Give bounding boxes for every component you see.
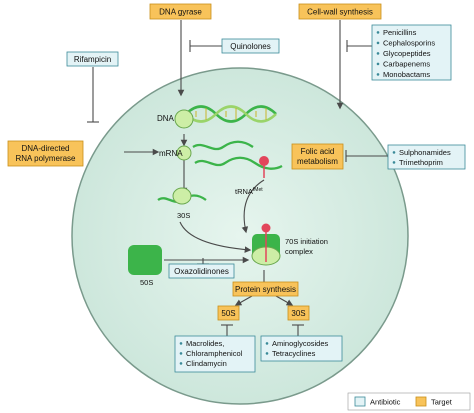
dna-helix: [185, 105, 277, 123]
target-dna-gyrase: DNA gyrase: [149, 3, 212, 20]
trna-fmet: [259, 156, 269, 178]
label-30s: 30S: [177, 211, 190, 220]
svg-text:RNA polymerase: RNA polymerase: [15, 154, 76, 163]
svg-text:DNA gyrase: DNA gyrase: [159, 8, 202, 17]
trna-to-complex-arrow: [241, 179, 265, 234]
cell-wall-antibiotic-item: Monobactams: [383, 70, 430, 79]
cell-wall-antibiotic-bullet: [376, 52, 380, 55]
mrna-strands: [192, 140, 283, 170]
50s-subunit: [128, 245, 162, 275]
svg-text:30S: 30S: [291, 309, 305, 318]
label-initiation-line1: 70S initiation: [285, 237, 328, 246]
legend-target-swatch: [415, 396, 427, 407]
30s-inhibition-line: [292, 324, 304, 336]
ribo50-antibiotic-item: Macrolides,: [186, 339, 224, 348]
ribo50-antibiotic-bullet: [179, 362, 183, 365]
svg-text:metabolism: metabolism: [297, 157, 338, 166]
30s-subunit: [157, 187, 207, 205]
ribo30-antibiotic-item: Aminoglycosides: [272, 339, 329, 348]
protein-to-50s-arrow: [234, 295, 253, 306]
legend-antibiotic-swatch: [354, 396, 366, 407]
70s-initiation-complex: [251, 223, 281, 266]
cell-wall-antibiotic-bullet: [376, 31, 380, 34]
folic-antibiotic-item: Trimethoprim: [399, 158, 443, 167]
svg-text:Folic acid: Folic acid: [301, 147, 335, 156]
svg-text:DNA-directed: DNA-directed: [21, 144, 69, 153]
antibiotic-quinolones: Quinolones: [221, 38, 280, 54]
ribo50-antibiotic-item: Chloramphenicol: [186, 349, 243, 358]
cell-wall-antibiotic-item: Cephalosporins: [383, 39, 435, 48]
target-50s: 50S: [217, 305, 240, 321]
cell-wall-antibiotic-item: Penicillins: [383, 28, 417, 37]
svg-text:Cell-wall synthesis: Cell-wall synthesis: [307, 8, 373, 17]
target-protein-synthesis: Protein synthesis: [232, 281, 299, 297]
folic-inhibition-line: [345, 150, 388, 162]
folic-antibiotic-item: Sulphonamides: [399, 148, 451, 157]
cell-wall-antibiotic-item: Glycopeptides: [383, 49, 431, 58]
label-trna: tRNAfMet: [235, 187, 263, 196]
legend-target-label: Target: [431, 398, 453, 407]
label-mrna: mRNA: [159, 149, 183, 158]
ribo50-antibiotic-item: Clindamycin: [186, 359, 227, 368]
svg-text:Quinolones: Quinolones: [230, 42, 270, 51]
ribo50-antibiotic-bullet: [179, 352, 183, 355]
folic-antibiotic-bullet: [392, 151, 396, 154]
rna-polymerase: [176, 145, 192, 161]
cell-wall-antibiotic-bullet: [376, 73, 380, 76]
ribo30-antibiotic-item: Tetracyclines: [272, 349, 316, 358]
ribo30-antibiotic-bullet: [265, 352, 269, 355]
ribo30-antibiotic-bullet: [265, 342, 269, 345]
svg-text:Rifampicin: Rifampicin: [74, 55, 111, 64]
folic-antibiotic-bullet: [392, 161, 396, 164]
cell-wall-antibiotic-bullet: [376, 62, 380, 66]
antibiotic-rifampicin: Rifampicin: [66, 51, 119, 67]
svg-text:50S: 50S: [221, 309, 235, 318]
label-dna: DNA: [157, 114, 175, 123]
antibiotic-cell-wall-list: PenicillinsCephalosporinsGlycopeptidesCa…: [371, 24, 452, 81]
50s-inhibition-line: [221, 324, 233, 336]
svg-text:Oxazolidinones: Oxazolidinones: [174, 267, 229, 276]
protein-to-30s-arrow: [275, 295, 294, 306]
target-cell-wall-synthesis: Cell-wall synthesis: [298, 3, 382, 20]
quinolones-inhibition-line: [189, 40, 222, 52]
target-folic-acid-metabolism: Folic acid metabolism: [291, 143, 344, 170]
ribo50-antibiotic-bullet: [179, 342, 183, 345]
30s-to-complex-arrow: [179, 221, 252, 253]
cell-wall-antibiotic-item: Carbapenems: [383, 60, 430, 69]
rifampicin-inhibition-line: [87, 67, 99, 123]
label-50s: 50S: [140, 278, 153, 287]
svg-text:Protein synthesis: Protein synthesis: [235, 285, 296, 294]
label-initiation-line2: complex: [285, 247, 313, 256]
legend-antibiotic-label: Antibiotic: [370, 398, 401, 407]
target-30s: 30S: [287, 305, 310, 321]
cell-wall-antibiotic-bullet: [376, 41, 380, 45]
cell-wall-inhibition-line: [346, 40, 372, 52]
target-rna-polymerase: DNA-directed RNA polymerase: [7, 140, 84, 167]
dna-gyrase-enzyme: [174, 109, 194, 129]
antibiotic-oxazolidinones: Oxazolidinones: [168, 263, 235, 279]
legend: Antibiotic Target: [347, 392, 471, 411]
